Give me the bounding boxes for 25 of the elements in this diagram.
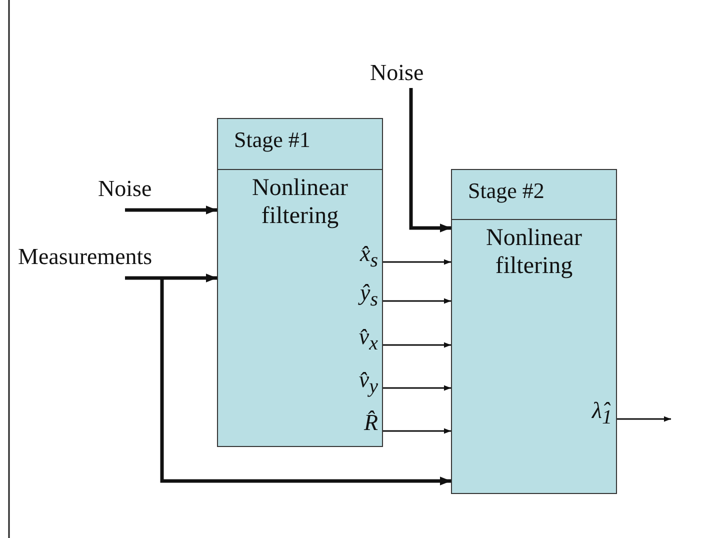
signal-label: R̂	[364, 410, 378, 436]
arrow	[383, 342, 451, 348]
signal-label: λ̂$_{1}$	[592, 398, 612, 431]
process-block	[217, 118, 383, 447]
arrow	[617, 416, 671, 422]
arrow	[125, 274, 217, 282]
block-title: Stage #2	[452, 170, 616, 220]
block-title: Stage #1	[218, 119, 382, 170]
input-label: Measurements	[18, 244, 208, 278]
arrow	[383, 385, 451, 391]
input-label: Noise	[98, 176, 172, 210]
arrow	[383, 259, 451, 265]
arrow	[409, 88, 451, 232]
arrow	[125, 206, 217, 214]
signal-label: ŷ$_{s}$	[360, 280, 378, 313]
arrow	[383, 298, 451, 304]
arrow	[160, 278, 451, 486]
process-block	[451, 169, 617, 494]
block-label: Nonlinear filtering	[485, 224, 583, 280]
signal-label: v̂$_{y}$	[358, 367, 378, 400]
signal-label: x̂$_{s}$	[360, 241, 378, 274]
arrow	[383, 428, 451, 434]
signal-label: v̂$_{x}$	[358, 324, 378, 357]
input-label: Noise	[370, 60, 450, 88]
block-label: Nonlinear filtering	[251, 174, 349, 230]
